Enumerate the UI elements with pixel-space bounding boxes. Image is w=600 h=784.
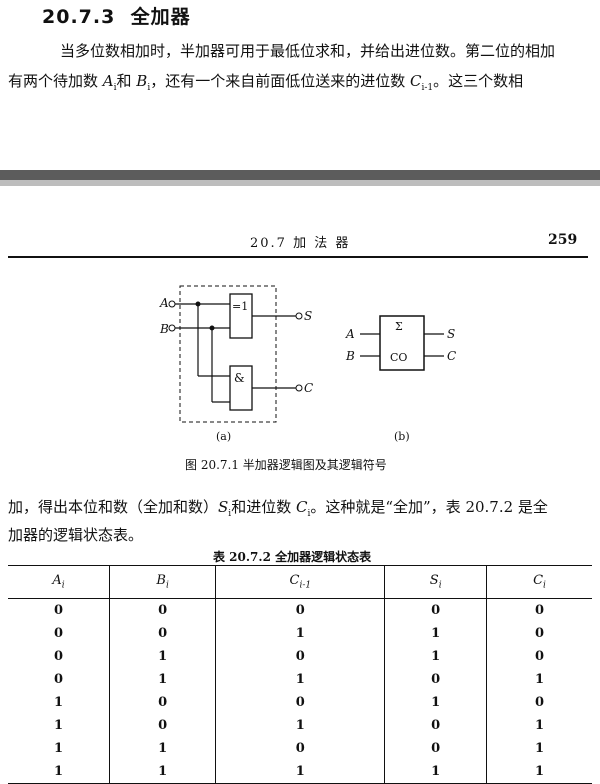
page-break-shadow bbox=[0, 180, 600, 186]
table-cell: 0 bbox=[384, 737, 487, 760]
xor-gate-label: =1 bbox=[232, 300, 248, 313]
intro-paragraph-line-1: 当多位数相加时，半加器可用于最低位求和，并给出进位数。第二位的相加 bbox=[60, 42, 556, 60]
junction-dot-b bbox=[209, 325, 215, 331]
page-break-divider bbox=[0, 170, 600, 180]
half-adder-symbol bbox=[379, 315, 425, 371]
table-cell: 1 bbox=[54, 718, 64, 733]
table-cell: 1 bbox=[109, 737, 216, 760]
table-cell: 0 bbox=[215, 691, 385, 714]
input-a-label: A bbox=[159, 296, 169, 310]
table-cell: 1 bbox=[384, 645, 487, 668]
page-number: 259 bbox=[548, 232, 578, 248]
table-cell: 1 bbox=[109, 668, 216, 691]
column-header-ci: Ci bbox=[486, 565, 592, 599]
section-title: 20.7.3 全加器 bbox=[42, 2, 191, 29]
input-b-terminal bbox=[168, 324, 176, 332]
symbol-input-b: B bbox=[345, 349, 355, 363]
output-s-terminal bbox=[295, 312, 303, 320]
table-cell: 1 bbox=[109, 760, 216, 784]
table-cell: 0 bbox=[384, 714, 487, 737]
column-header-si: Si bbox=[384, 565, 487, 599]
table-cell: 1 bbox=[54, 741, 64, 756]
table-cell: 0 bbox=[215, 598, 385, 622]
intro-paragraph-line-2: 有两个待加数 Ai和 Bi，还有一个来自前面低位送来的进位数 Ci-1。这三个数… bbox=[8, 72, 524, 93]
symbol-output-c: C bbox=[447, 349, 456, 363]
table-cell: 1 bbox=[215, 714, 385, 737]
body-paragraph-line-1: 加，得出本位和数（全加和数）Si和进位数 Ci。这种就是“全加”，表 20.7.… bbox=[8, 498, 548, 519]
table-cell: 1 bbox=[486, 760, 592, 784]
table-cell: 1 bbox=[486, 714, 592, 737]
table-header-row: Ai Bi Ci-1 Si Ci bbox=[8, 565, 592, 599]
table-cell: 1 bbox=[109, 645, 216, 668]
figure-caption: 图 20.7.1 半加器逻辑图及其逻辑符号 bbox=[185, 458, 387, 472]
column-header-ci-1: Ci-1 bbox=[215, 565, 385, 599]
table-cell: 0 bbox=[54, 672, 64, 687]
table-cell: 0 bbox=[54, 649, 64, 664]
output-c-label: C bbox=[304, 381, 313, 395]
running-header: 20.7 加 法 器 bbox=[250, 236, 351, 251]
table-cell: 0 bbox=[486, 622, 592, 645]
symbol-input-a: A bbox=[345, 327, 355, 341]
section-number: 20.7.3 bbox=[42, 6, 116, 28]
and-gate bbox=[229, 365, 253, 411]
table-cell: 1 bbox=[384, 622, 487, 645]
table-cell: 0 bbox=[384, 668, 487, 691]
table-cell: 0 bbox=[54, 626, 64, 641]
table-cell: 1 bbox=[486, 668, 592, 691]
body-paragraph-line-2: 加器的逻辑状态表。 bbox=[8, 526, 144, 544]
table-cell: 0 bbox=[215, 737, 385, 760]
table-cell: 1 bbox=[384, 760, 487, 784]
junction-dot-a bbox=[195, 301, 201, 307]
table-cell: 0 bbox=[109, 714, 216, 737]
section-heading: 全加器 bbox=[130, 6, 191, 28]
table-cell: 1 bbox=[215, 668, 385, 691]
table-cell: 1 bbox=[215, 622, 385, 645]
and-gate-label: & bbox=[234, 371, 245, 385]
dashed-enclosure bbox=[179, 285, 277, 423]
table-cell: 0 bbox=[54, 603, 64, 618]
symbol-leads bbox=[360, 333, 444, 357]
table-cell: 1 bbox=[8, 760, 110, 784]
table-cell: 0 bbox=[486, 691, 592, 714]
wiring bbox=[175, 303, 296, 403]
sub-label-a: (a) bbox=[216, 430, 231, 443]
header-rule bbox=[8, 256, 588, 258]
output-s-label: S bbox=[304, 309, 312, 323]
table-cell: 1 bbox=[486, 737, 592, 760]
table-cell: 0 bbox=[109, 691, 216, 714]
table-cell: 0 bbox=[215, 645, 385, 668]
column-header-bi: Bi bbox=[109, 565, 216, 599]
input-a-terminal bbox=[168, 300, 176, 308]
table-cell: 0 bbox=[486, 598, 592, 622]
half-adder-figure: A B =1 & S C (a) A B Σ CO S C (b) bbox=[159, 285, 456, 443]
table-cell: 1 bbox=[384, 691, 487, 714]
symbol-output-s: S bbox=[447, 327, 455, 341]
table-cell: 1 bbox=[54, 695, 64, 710]
symbol-carry-label: CO bbox=[390, 351, 407, 364]
table-cell: 1 bbox=[215, 760, 385, 784]
column-header-ai: Ai bbox=[8, 565, 110, 599]
xor-gate bbox=[229, 293, 253, 339]
input-b-label: B bbox=[159, 322, 169, 336]
sub-label-b: (b) bbox=[394, 430, 410, 443]
table-cell: 0 bbox=[384, 598, 487, 622]
table-cell: 0 bbox=[109, 622, 216, 645]
table-cell: 0 bbox=[109, 598, 216, 622]
output-c-terminal bbox=[295, 384, 303, 392]
table-caption: 表 20.7.2 全加器逻辑状态表 bbox=[213, 550, 372, 564]
table-cell: 0 bbox=[486, 645, 592, 668]
symbol-sum-label: Σ bbox=[395, 320, 403, 333]
